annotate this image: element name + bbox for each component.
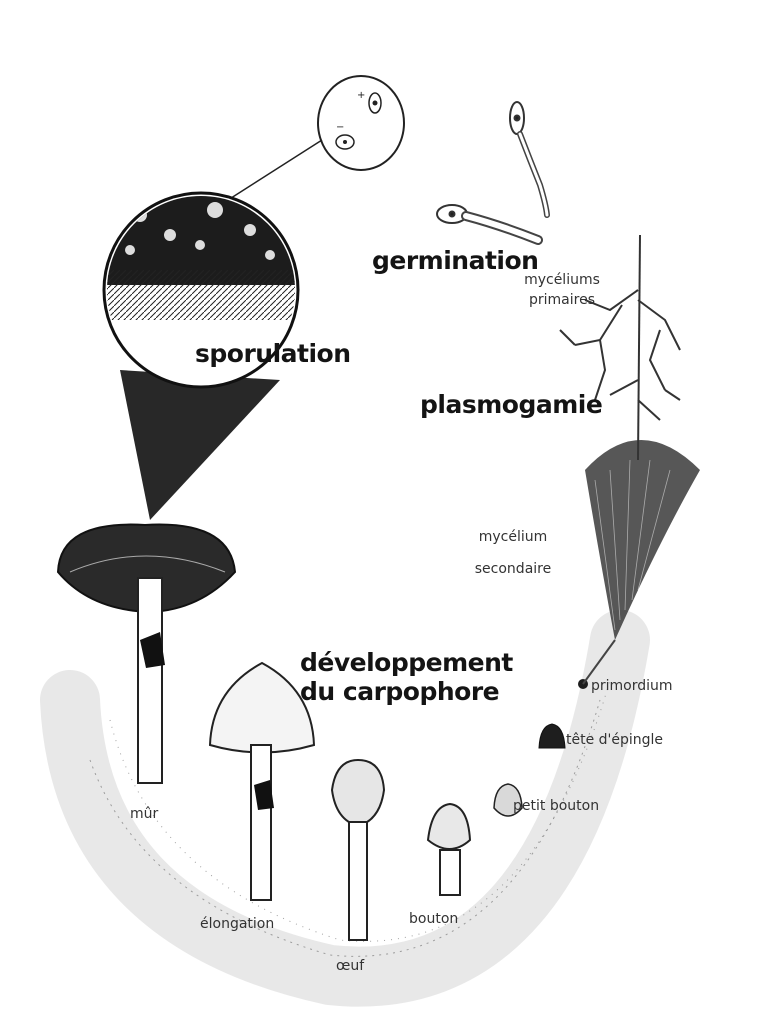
germinating-spores	[436, 101, 550, 245]
label-bouton: bouton	[409, 911, 459, 927]
label-developpement-line2: du carpophore	[300, 677, 500, 706]
secondary-mycelium	[582, 440, 700, 685]
mushroom-elongation	[208, 661, 316, 901]
mushroom-bouton	[426, 802, 472, 896]
label-myceliums-primaires: mycéliums primaires	[522, 270, 602, 310]
connector-line	[227, 139, 323, 201]
svg-text:−: −	[336, 122, 344, 133]
label-primordium: primordium	[591, 678, 673, 694]
label-plasmogamie: plasmogamie	[420, 390, 603, 419]
label-developpement: développement du carpophore	[300, 648, 513, 706]
label-petit-bouton: petit bouton	[513, 798, 600, 814]
mushroom-petit-bouton	[493, 783, 523, 817]
soil-ground	[40, 610, 650, 1007]
label-elongation: élongation	[200, 916, 275, 932]
mushroom-mur	[56, 523, 237, 784]
mushroom-oeuf	[330, 758, 386, 941]
label-mur: mûr	[130, 806, 159, 822]
mushroom-tete-epingle	[538, 723, 566, 749]
spore-circle: + −	[317, 75, 405, 171]
label-myceliums-primaires-line2: primaires	[529, 292, 595, 308]
label-oeuf: œuf	[336, 958, 365, 974]
label-sporulation: sporulation	[195, 339, 351, 368]
svg-text:+: +	[357, 90, 365, 101]
label-germination: germination	[372, 246, 539, 275]
label-mycelium-secondaire-line1: mycélium	[478, 529, 548, 545]
label-myceliums-primaires-line1: mycéliums	[524, 272, 600, 288]
label-developpement-line1: développement	[300, 648, 513, 677]
label-mycelium-secondaire: mycélium secondaire	[473, 521, 553, 585]
label-mycelium-secondaire-line2: secondaire	[474, 561, 552, 577]
primary-mycelium	[559, 234, 681, 461]
label-tete-epingle: tête d'épingle	[566, 732, 664, 748]
